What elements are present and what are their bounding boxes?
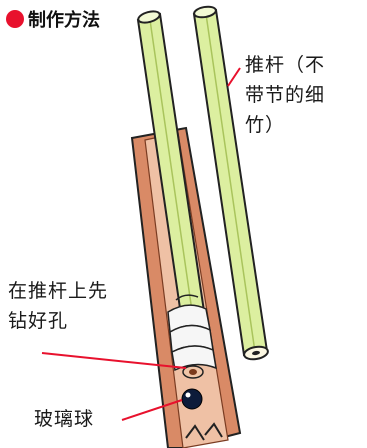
page-title: 制作方法 <box>6 6 100 32</box>
label-push-rod-line2: 带节的细 <box>245 84 326 106</box>
leader-drill-hole <box>41 352 187 369</box>
title-text: 制作方法 <box>28 10 100 31</box>
tube-notches <box>185 422 223 441</box>
rod-top-end-right <box>193 5 217 19</box>
cloth-wrap <box>167 294 217 372</box>
rod-top-end <box>137 10 161 24</box>
label-drill-hole: 在推杆上先 钻好孔 <box>8 276 158 336</box>
label-push-rod-line3: 竹） <box>245 114 286 136</box>
label-push-rod: 推杆（不 带节的细 竹） <box>245 50 367 140</box>
label-push-rod-line1: 推杆（不 <box>245 54 326 76</box>
label-glass-ball: 玻璃球 <box>34 408 95 430</box>
leader-push-rod <box>227 67 241 87</box>
label-drill-line2: 钻好孔 <box>8 310 69 332</box>
label-drill-line1: 在推杆上先 <box>8 280 109 302</box>
bullet-dot-icon <box>6 10 24 28</box>
leader-glass-ball <box>121 399 183 421</box>
glass-ball <box>181 388 203 410</box>
